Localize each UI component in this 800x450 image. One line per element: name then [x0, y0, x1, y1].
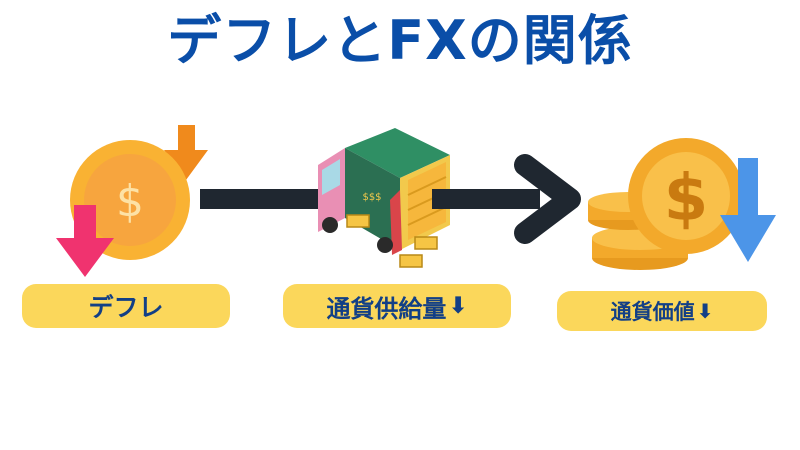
svg-text:$$$: $$$: [362, 192, 381, 203]
pink-down-arrow-icon: [56, 205, 114, 277]
blue-down-arrow-icon: [720, 158, 776, 262]
coin-stack-down-arrow-icon: $: [588, 138, 776, 270]
down-arrow-glyph: ⬇: [448, 293, 468, 319]
step-label-text: 通貨価値: [610, 300, 695, 324]
truck-with-coins-icon: $$$: [318, 128, 450, 268]
step-label-text: 通貨供給量: [326, 294, 447, 323]
step-label-text: デフレ: [88, 293, 164, 322]
step-label-currency-value: 通貨価値⬇: [557, 291, 767, 331]
right-arrow-icon: [432, 154, 581, 244]
connector-line: [200, 189, 322, 209]
coin-inner: [84, 154, 176, 246]
dollar-glyph: $: [664, 162, 709, 236]
dollar-glyph: $: [116, 176, 144, 227]
step-label-deflation: デフレ: [22, 284, 230, 328]
orange-down-arrow-icon: [164, 125, 208, 180]
page-title: デフレとFXの関係: [167, 9, 633, 72]
coin-down-arrows-icon: $: [56, 125, 208, 277]
down-arrow-glyph: ⬇: [696, 299, 714, 323]
step-label-money-supply: 通貨供給量⬇: [283, 284, 511, 328]
